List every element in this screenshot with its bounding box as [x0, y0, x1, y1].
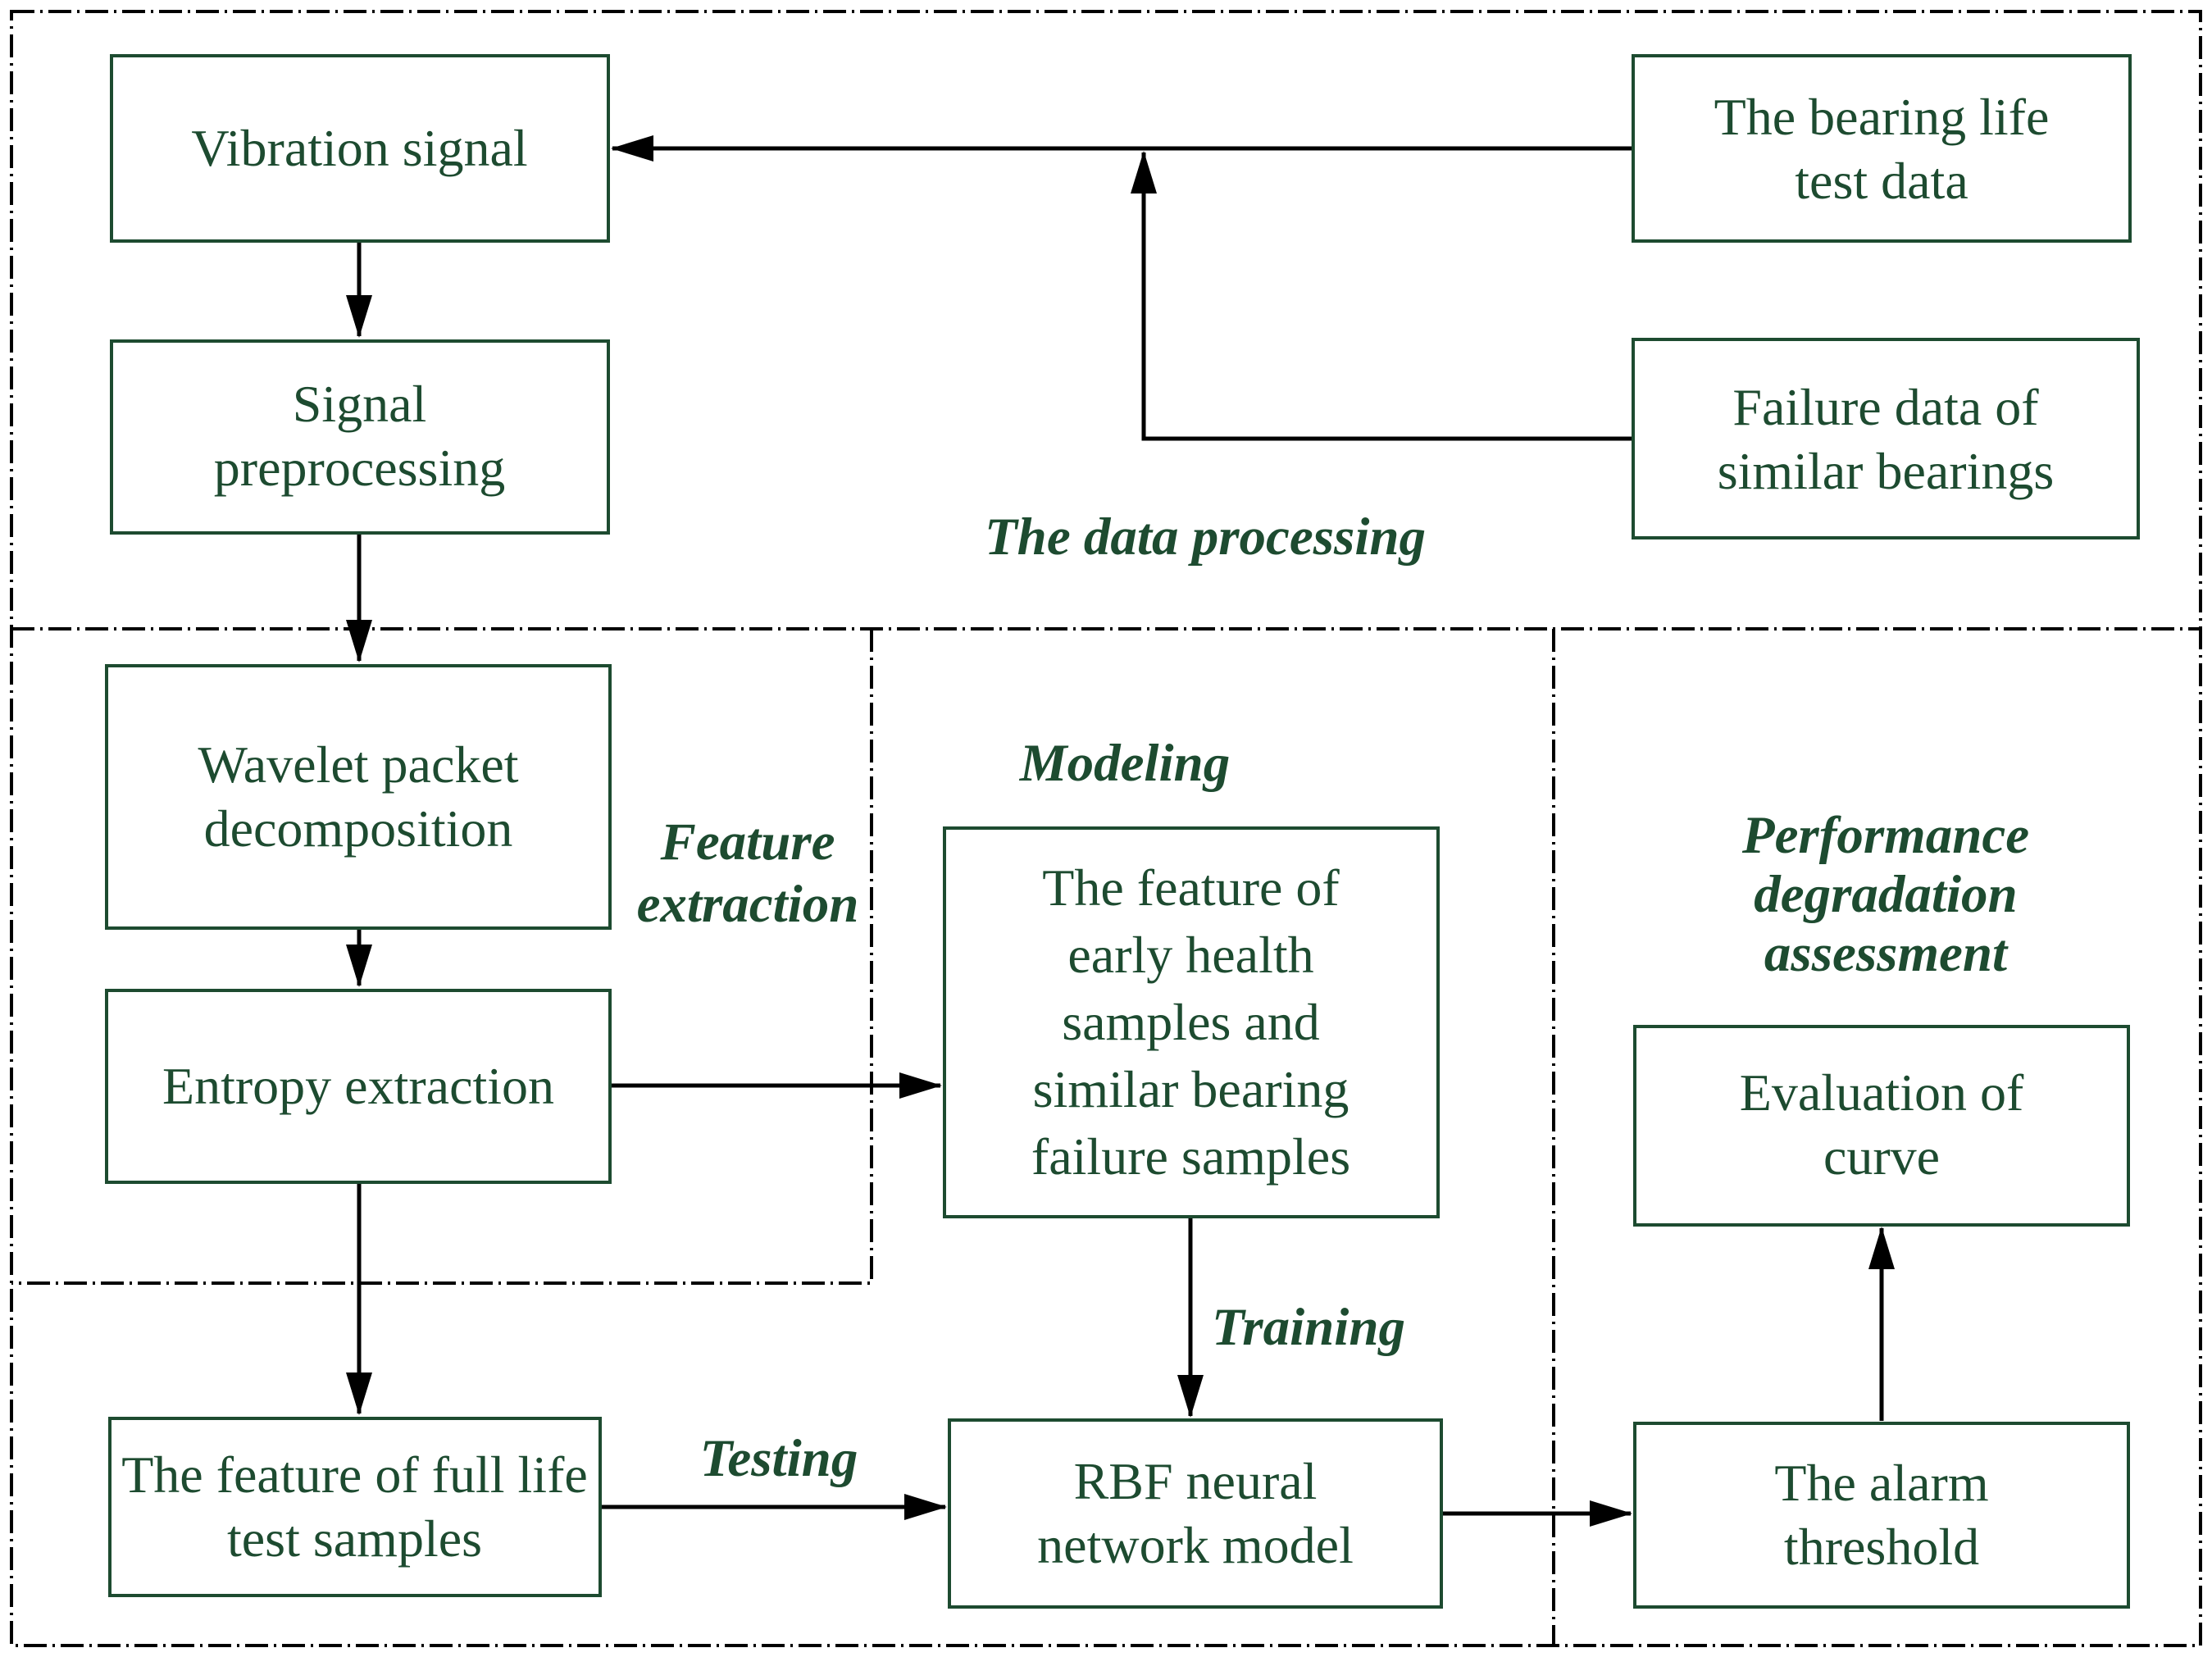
region-label-performance-degradation-assessment: Performance degradation assessment — [1741, 807, 2030, 984]
node-evaluation-of-curve-label: Evaluation of curve — [1739, 1063, 2024, 1186]
feature-extraction-region-border — [11, 629, 873, 1285]
node-early-health-features-label: The feature of early health samples and … — [1031, 857, 1351, 1186]
node-full-life-features-label: The feature of full life test samples — [121, 1444, 588, 1568]
node-rbf-neural-network-model-label: RBF neural network model — [1037, 1451, 1354, 1574]
node-failure-data: Failure data of similar bearings — [1632, 338, 2140, 539]
node-entropy-extraction: Entropy extraction — [105, 988, 612, 1183]
node-alarm-threshold-label: The alarm threshold — [1774, 1452, 1989, 1576]
node-signal-preprocessing: Signal preprocessing — [109, 339, 610, 534]
node-bearing-life-test-data: The bearing life test data — [1632, 54, 2132, 243]
node-rbf-neural-network-model: RBF neural network model — [948, 1418, 1443, 1609]
arrow-failure-data-join — [1131, 151, 1632, 441]
region-label-feature-extraction: Feature extraction — [636, 813, 859, 935]
node-evaluation-of-curve: Evaluation of curve — [1633, 1025, 2130, 1226]
edge-label-training: Training — [1211, 1299, 1406, 1358]
node-entropy-extraction-label: Entropy extraction — [162, 1055, 555, 1114]
node-bearing-life-test-data-label: The bearing life test data — [1714, 86, 2050, 209]
region-label-data-processing: The data processing — [984, 508, 1427, 567]
outer-region-border — [10, 10, 2202, 1647]
node-vibration-signal: Vibration signal — [109, 54, 610, 243]
node-signal-preprocessing-label: Signal preprocessing — [213, 374, 506, 498]
node-failure-data-label: Failure data of similar bearings — [1717, 376, 2055, 499]
node-full-life-features: The feature of full life test samples — [108, 1416, 601, 1597]
region-label-modeling: Modeling — [1019, 734, 1231, 793]
node-early-health-features: The feature of early health samples and … — [943, 826, 1439, 1218]
node-vibration-signal-label: Vibration signal — [191, 118, 528, 177]
node-wavelet-packet-decomposition-label: Wavelet packet decomposition — [198, 734, 519, 857]
node-alarm-threshold: The alarm threshold — [1633, 1421, 2130, 1609]
edge-label-testing: Testing — [699, 1429, 858, 1488]
node-wavelet-packet-decomposition: Wavelet packet decomposition — [105, 663, 612, 929]
